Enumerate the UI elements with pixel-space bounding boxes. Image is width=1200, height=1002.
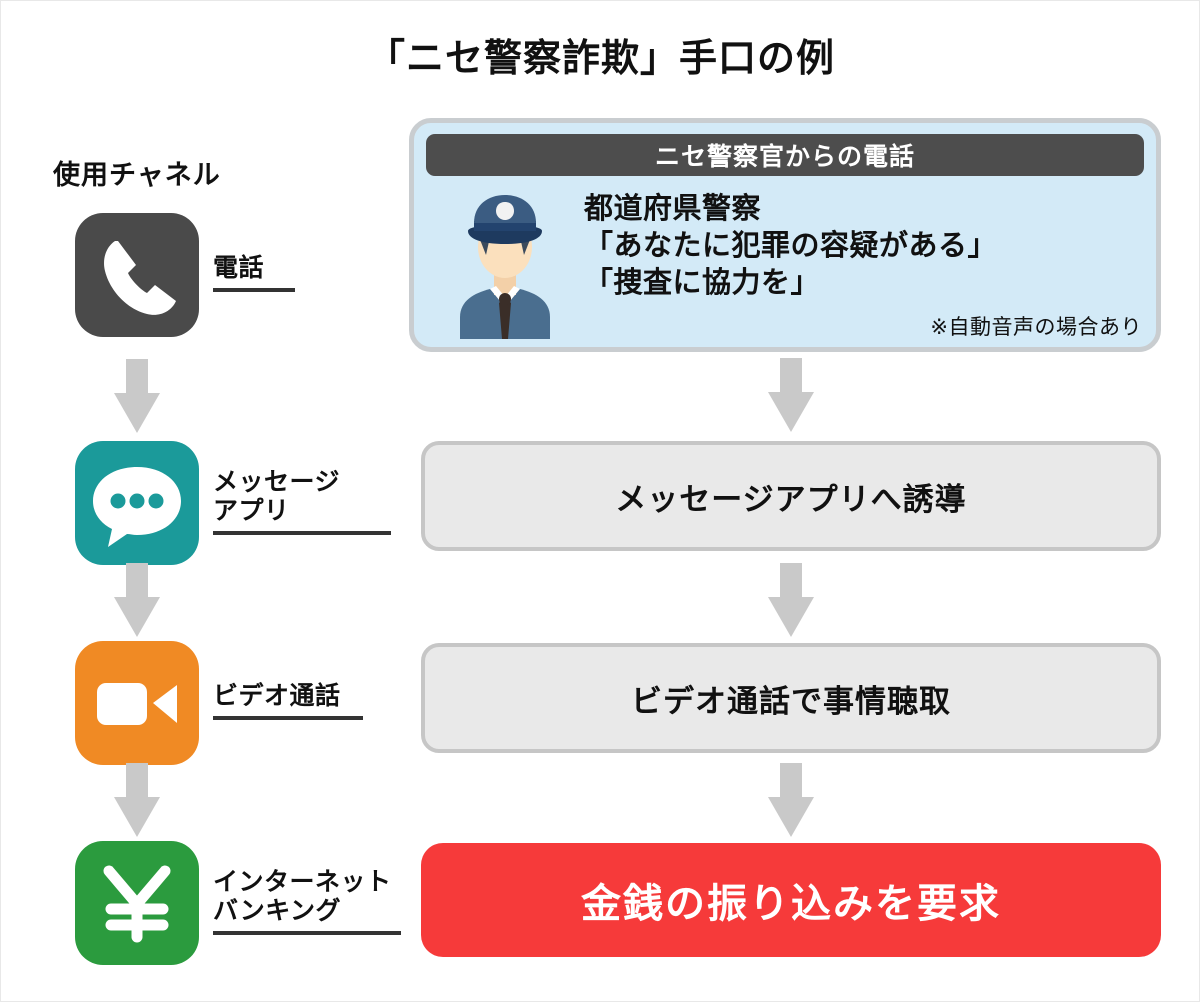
police-officer-icon — [452, 189, 558, 339]
channel-label-internet-banking: インターネット バンキング — [213, 867, 392, 925]
channel-label-message-app: メッセージ アプリ — [213, 467, 341, 525]
arrow-head — [768, 797, 814, 837]
arrow-stem — [780, 358, 802, 396]
down-arrow-icon — [114, 563, 160, 637]
arrow-head — [114, 393, 160, 433]
channel-row-internet-banking: インターネット バンキング — [75, 841, 401, 965]
channel-underline-phone — [213, 288, 295, 292]
arrow-head — [768, 597, 814, 637]
call-line-1: 都道府県警察 — [584, 193, 762, 225]
channel-label-wrap-message-app: メッセージ アプリ — [213, 468, 391, 539]
call-card-lines: 都道府県警察 「あなたに犯罪の容疑がある」 「捜査に協力を」 — [584, 191, 1144, 302]
arrow-stem — [780, 563, 802, 601]
call-card-header: ニセ警察官からの電話 — [426, 134, 1144, 176]
channel-row-message-app: メッセージ アプリ — [75, 441, 391, 565]
channel-label-video-call: ビデオ通話 — [213, 682, 341, 710]
channel-label-phone: 電話 — [213, 254, 265, 282]
phone-icon — [75, 213, 199, 337]
page-title: 「ニセ警察詐欺」手口の例 — [366, 38, 835, 80]
channel-underline-message-app — [213, 530, 391, 535]
yen-icon — [75, 841, 199, 965]
down-arrow-icon — [768, 763, 814, 837]
arrow-head — [114, 597, 160, 637]
step-box-message-app: メッセージアプリへ誘導 — [421, 441, 1161, 551]
call-line-3: 「捜査に協力を」 — [584, 267, 821, 300]
down-arrow-icon — [114, 359, 160, 433]
channel-row-video-call: ビデオ通話 — [75, 641, 363, 765]
arrow-stem — [780, 763, 802, 801]
final-outcome-box: 金銭の振り込みを要求 — [421, 843, 1161, 957]
channel-label-wrap-phone: 電話 — [213, 254, 295, 296]
channel-underline-internet-banking — [213, 930, 401, 935]
channel-label-wrap-internet-banking: インターネット バンキング — [213, 868, 401, 939]
down-arrow-icon — [114, 763, 160, 837]
channel-row-phone: 電話 — [75, 213, 295, 337]
arrow-stem — [126, 359, 148, 397]
channel-label-wrap-video-call: ビデオ通話 — [213, 682, 363, 724]
channel-column-heading: 使用チャネル — [53, 160, 221, 190]
video-camera-icon — [75, 641, 199, 765]
call-line-2: 「あなたに犯罪の容疑がある」 — [584, 230, 998, 263]
arrow-stem — [126, 563, 148, 601]
fake-police-call-card: ニセ警察官からの電話 — [409, 118, 1161, 352]
message-bubble-icon — [75, 441, 199, 565]
down-arrow-icon — [768, 563, 814, 637]
arrow-head — [114, 797, 160, 837]
arrow-head — [768, 392, 814, 432]
call-card-note: ※自動音声の場合あり — [930, 316, 1142, 339]
arrow-stem — [126, 763, 148, 801]
channel-underline-video-call — [213, 716, 363, 720]
step-box-video-call: ビデオ通話で事情聴取 — [421, 643, 1161, 753]
down-arrow-icon — [768, 358, 814, 432]
